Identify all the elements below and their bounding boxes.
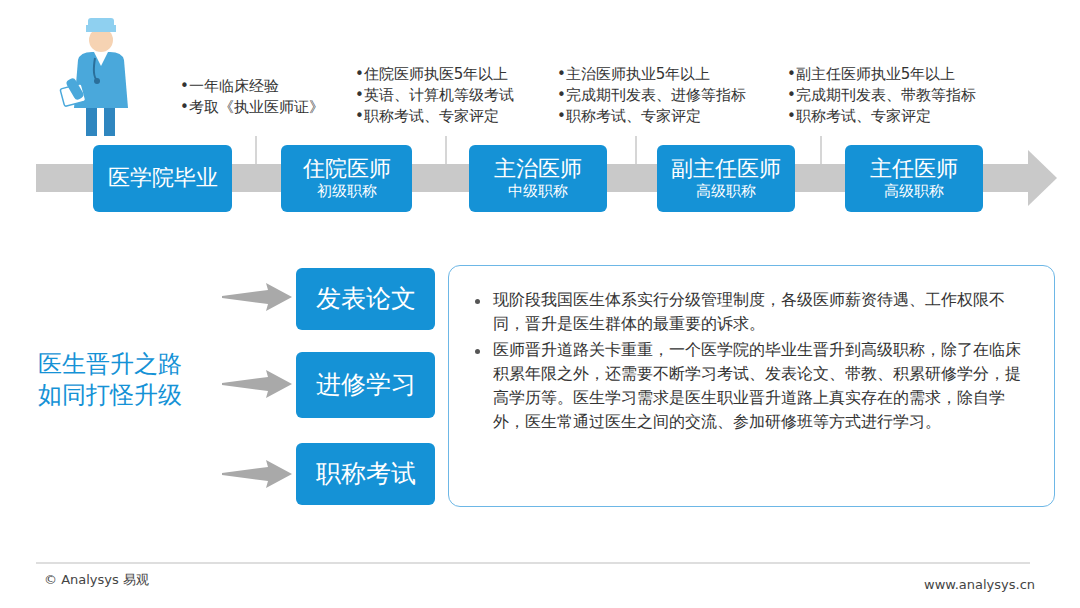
pointer-arrows (222, 283, 292, 488)
footer-text: www.analysys.cn (924, 577, 1035, 593)
stage-box: 主治医师中级职称 (469, 145, 607, 212)
box-subtitle: 初级职称 (317, 182, 377, 202)
stage-box: 副主任医师高级职称 (657, 145, 795, 212)
requirement-note: •副主任医师执业5年以上 (787, 65, 955, 84)
box-title: 主治医师 (494, 156, 582, 182)
box-title: 进修学习 (316, 370, 416, 400)
requirement-note: •完成期刊发表、进修等指标 (557, 86, 746, 105)
side-heading: 医生晋升之路 如同打怪升级 (38, 349, 188, 411)
requirement-note: •主治医师执业5年以上 (557, 65, 710, 84)
body-text: 现阶段我国医生体系实行分级管理制度，各级医师薪资待遇、工作权限不同，晋升是医生群… (493, 288, 1030, 336)
requirement-note: •考取《执业医师证》 (180, 98, 324, 117)
box-title: 主任医师 (870, 156, 958, 182)
box-title: 副主任医师 (671, 156, 781, 182)
stage-box: 发表论文 (296, 268, 435, 330)
requirement-note: •完成期刊发表、带教等指标 (787, 86, 976, 105)
stage-box: 主任医师高级职称 (845, 145, 983, 212)
requirement-note: •一年临床经验 (180, 77, 279, 96)
stage-box: 职称考试 (296, 443, 435, 505)
requirement-note: •住院医师执医5年以上 (355, 65, 508, 84)
box-subtitle: 高级职称 (884, 182, 944, 202)
stage-box: 进修学习 (296, 352, 435, 418)
footer-text: © Analysys 易观 (44, 572, 149, 588)
requirement-note: •英语、计算机等级考试 (355, 86, 514, 105)
stage-box: 医学院毕业 (93, 145, 232, 212)
footer-rule (36, 563, 1030, 564)
box-title: 职称考试 (316, 459, 416, 489)
bullet-dot (475, 349, 480, 354)
requirement-note: •职称考试、专家评定 (557, 107, 701, 126)
timeline-arrowhead (1028, 150, 1057, 206)
box-title: 住院医师 (303, 156, 391, 182)
stage-box: 住院医师初级职称 (281, 145, 412, 212)
body-text: 医师晋升道路关卡重重，一个医学院的毕业生晋升到高级职称，除了在临床积累年限之外，… (493, 338, 1030, 434)
bullet-dot (475, 299, 480, 304)
box-subtitle: 高级职称 (696, 182, 756, 202)
box-subtitle: 中级职称 (508, 182, 568, 202)
box-title: 发表论文 (316, 284, 416, 314)
requirement-note: •职称考试、专家评定 (787, 107, 931, 126)
text-panel: 现阶段我国医生体系实行分级管理制度，各级医师薪资待遇、工作权限不同，晋升是医生群… (448, 265, 1055, 507)
requirement-note: •职称考试、专家评定 (355, 107, 499, 126)
doctor-illustration (60, 18, 128, 136)
box-title: 医学院毕业 (108, 165, 218, 191)
